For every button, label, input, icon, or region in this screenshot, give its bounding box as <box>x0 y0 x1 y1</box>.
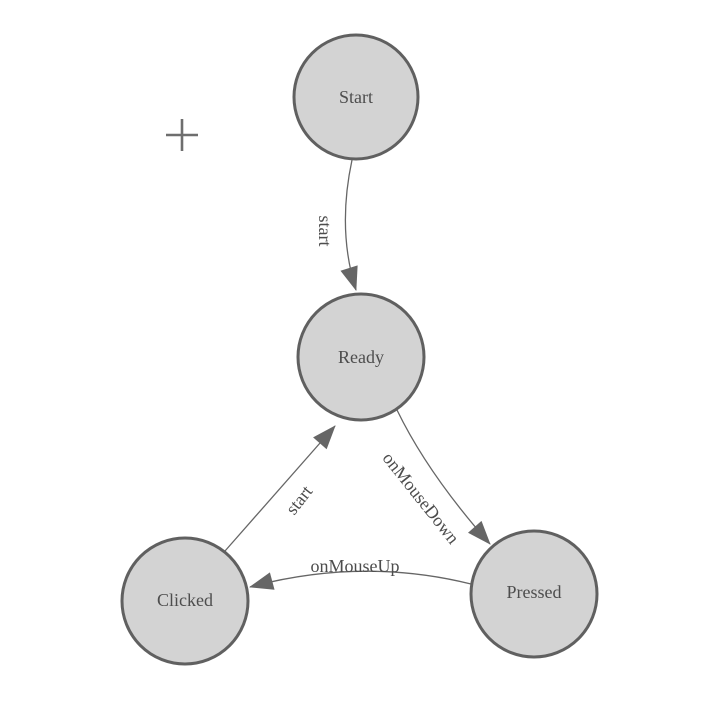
edge-ready-to-pressed-path[interactable] <box>396 409 491 545</box>
edge-clicked-to-ready-path[interactable] <box>224 425 336 552</box>
node-ready-circle[interactable] <box>296 292 426 422</box>
node-pressed-label: Pressed <box>507 582 562 602</box>
node-ready-label: Ready <box>338 347 384 367</box>
edge-clicked-to-ready: start <box>224 425 336 552</box>
edge-clicked-to-ready-label: start <box>282 482 317 519</box>
edge-pressed-to-clicked-label: onMouseUp <box>311 556 400 576</box>
edge-ready-to-pressed: onMouseDown <box>379 409 491 548</box>
node-start: Start <box>292 33 420 161</box>
node-layer: Start Ready Clicked Pressed <box>120 33 599 666</box>
node-clicked-circle[interactable] <box>120 536 250 666</box>
node-start-label: Start <box>339 87 373 107</box>
node-start-circle[interactable] <box>292 33 420 161</box>
edge-start-to-ready-label: start <box>315 216 335 247</box>
edge-pressed-to-clicked: onMouseUp <box>249 556 472 590</box>
node-pressed-circle[interactable] <box>469 529 599 659</box>
edge-pressed-to-clicked-path[interactable] <box>249 570 472 590</box>
node-ready: Ready <box>296 292 426 422</box>
edge-ready-to-pressed-label: onMouseDown <box>379 448 464 547</box>
edge-start-to-ready-path[interactable] <box>340 159 358 291</box>
node-pressed: Pressed <box>469 529 599 659</box>
crosshair-icon <box>166 119 198 151</box>
node-clicked: Clicked <box>120 536 250 666</box>
node-clicked-label: Clicked <box>157 590 213 610</box>
edge-start-to-ready: start <box>315 159 358 291</box>
